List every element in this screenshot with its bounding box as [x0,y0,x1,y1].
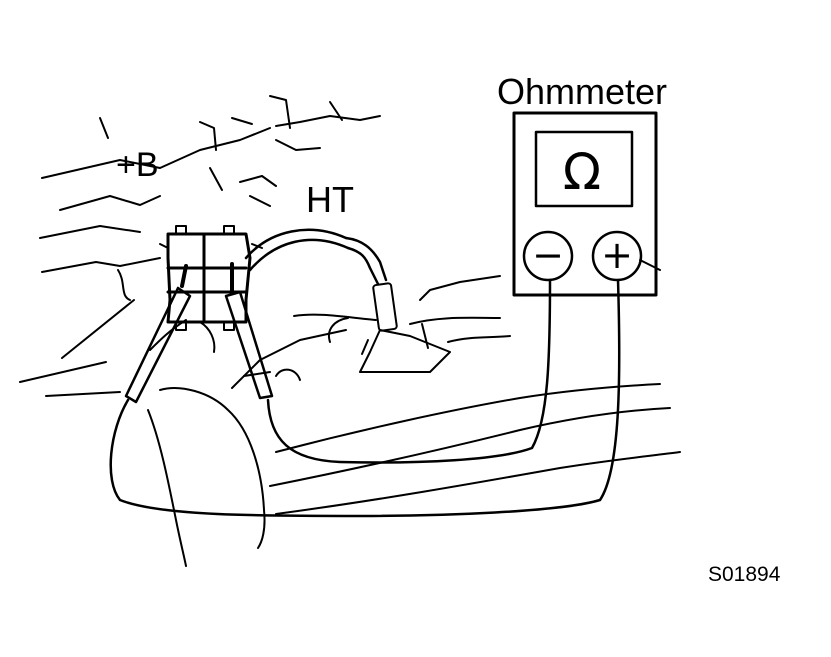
figure-code: S01894 [708,563,781,586]
ohm-symbol: Ω [562,143,602,201]
positive-terminal-label: +B [116,146,159,184]
test-leads [109,278,621,518]
ht-harness [244,228,451,373]
test-probes [124,262,274,404]
ohmmeter-label: Ohmmeter [497,71,668,112]
ht-terminal-label: HT [306,179,354,220]
positive-jack-symbol: + [601,233,633,277]
negative-jack-symbol: − [532,233,564,277]
